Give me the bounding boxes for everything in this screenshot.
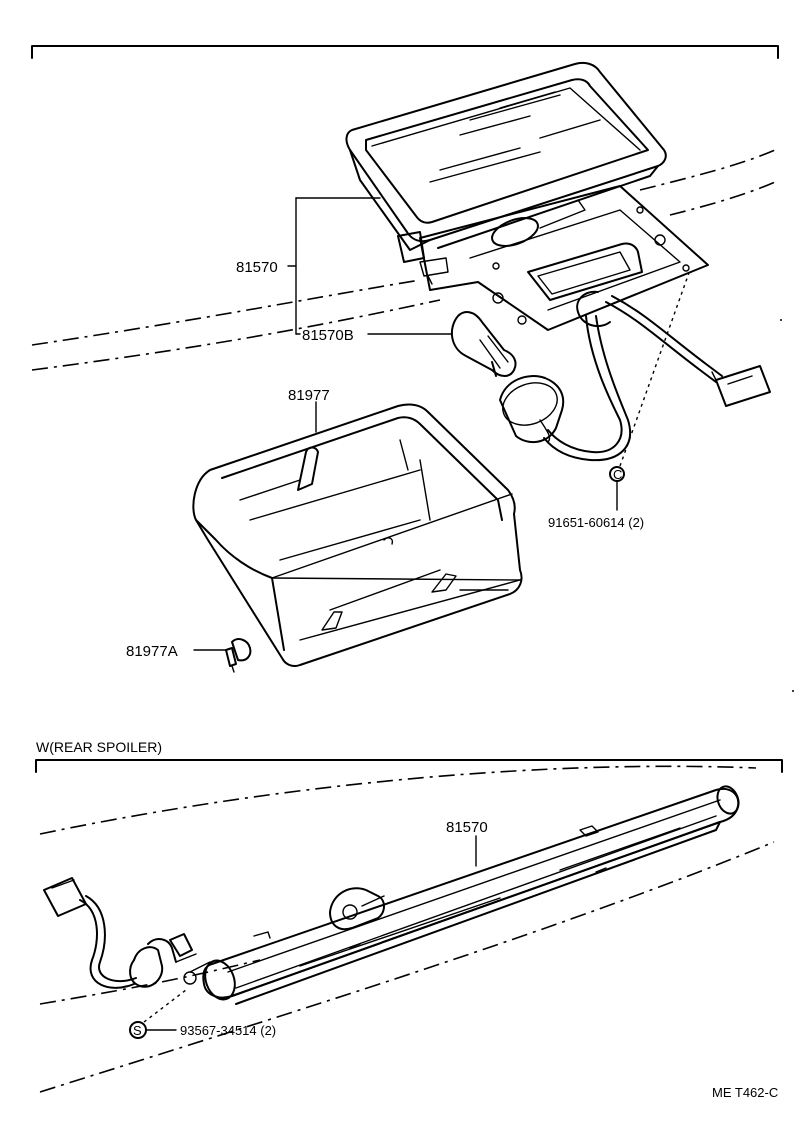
bulb-socket	[499, 290, 631, 462]
label-81570-bottom: 81570	[446, 819, 488, 836]
lamp-cover	[192, 403, 523, 668]
figure-code: ME T462-C	[712, 1085, 778, 1100]
bottom-section-bracket	[35, 759, 783, 773]
label-nut-part: 91651-60614 (2)	[548, 515, 644, 530]
screw-symbol: S	[129, 989, 187, 1039]
body-contour-lines-bottom	[39, 765, 775, 1093]
stray-dot-2	[780, 319, 782, 321]
bulb	[450, 311, 517, 377]
nut-symbol-letter: C	[613, 467, 622, 482]
label-81977: 81977	[288, 387, 330, 404]
top-section-bracket	[31, 45, 779, 59]
body-contour-lines-top	[31, 149, 776, 371]
leader-lines-bottom	[145, 835, 477, 1031]
cover-clip	[225, 638, 252, 673]
spoiler-harness	[43, 877, 197, 989]
label-81570-top: 81570	[236, 259, 278, 276]
label-screw-part: 93567-34514 (2)	[180, 1023, 276, 1038]
stray-dot-1	[792, 690, 794, 692]
rear-spoiler-heading: W(REAR SPOILER)	[36, 739, 162, 755]
label-81570b: 81570B	[302, 327, 354, 344]
label-81977a: 81977A	[126, 643, 178, 660]
leader-lines-top	[193, 197, 618, 651]
spoiler-stop-lamp	[183, 785, 740, 1005]
screw-symbol-letter: S	[133, 1023, 142, 1038]
stop-lamp-assembly	[345, 61, 771, 407]
